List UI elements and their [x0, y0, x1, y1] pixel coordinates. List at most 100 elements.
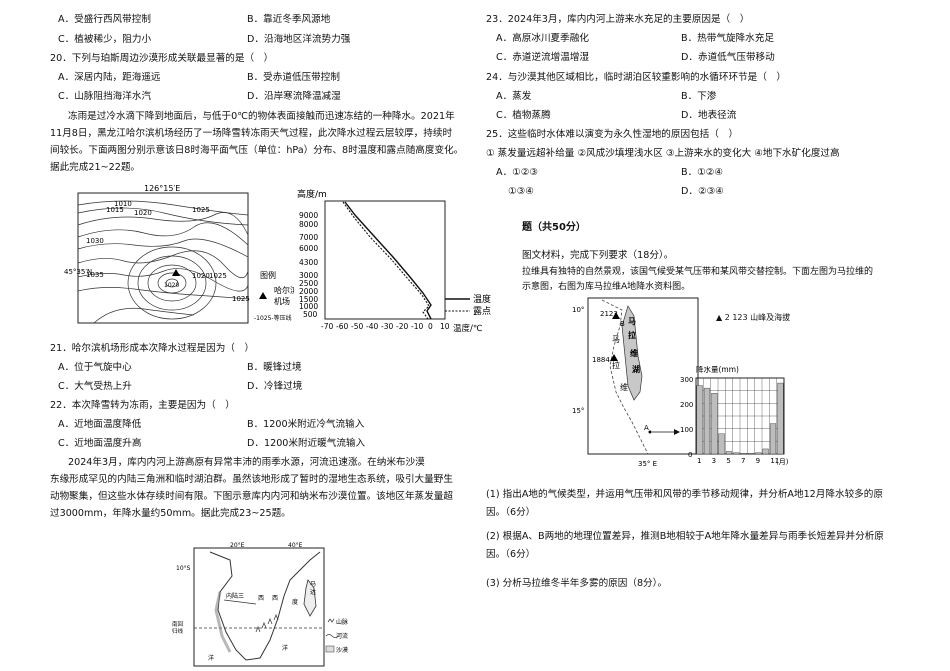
q21-option-a: A．位于气旋中心: [58, 362, 132, 373]
rain-bar: [769, 423, 777, 455]
svg-text:A: A: [644, 424, 649, 432]
subquestion-2-cont: 因。（6分）: [486, 549, 536, 560]
q19-option-d: D．沿海地区洋流势力强: [247, 34, 351, 45]
svg-text:2500: 2500: [299, 279, 318, 288]
rain-ytick: 100: [680, 426, 693, 434]
q23-stem: 23．2024年3月，库内内河上游来水充足的主要原因是（ ）: [486, 14, 750, 25]
passage-line: 东缘形成罕见的内陆三角洲和临时湖泊群。虽然该地形成了暂时的湿地生态系统，吸引大量…: [50, 473, 453, 485]
q21-stem: 21．哈尔滨机场形成本次降水过程是因为（ ）: [50, 343, 255, 354]
svg-text:2123: 2123: [600, 310, 618, 318]
q24-option-d: D．地表径流: [681, 110, 737, 121]
svg-text:西: 西: [258, 595, 264, 602]
svg-text:1010: 1010: [114, 200, 132, 208]
q25-option-a: A．①②③: [496, 167, 538, 178]
lon-35: 35° E: [638, 460, 657, 468]
pressure-map: 126°15′E 1010 1015 1020 1025 1030 1035 1…: [64, 184, 298, 333]
q23-option-d: D．赤道低气压带移动: [681, 52, 775, 63]
q22-stem: 22．本次降雪转为冻雨，主要是因为（ ）: [50, 400, 235, 411]
q20-option-b: B．受赤道低压带控制: [247, 72, 340, 83]
rain-ytick: 0: [688, 451, 692, 459]
q20-option-d: D．沿岸寒流降温减湿: [247, 91, 341, 102]
q20-option-c: C．山脉阻挡海洋水汽: [58, 91, 152, 102]
profile-xlabel: 温度/℃: [453, 323, 483, 334]
svg-text:1884: 1884: [592, 356, 610, 364]
q23-option-a: A．高原冰川夏季融化: [496, 33, 589, 44]
rain-xtick: 3: [712, 457, 716, 465]
rain-bar: [740, 453, 747, 455]
svg-text:4300: 4300: [299, 258, 318, 267]
temperature-profile-chart: 高度/m 9000 8000 7000 6000 4300 3000 2500 …: [295, 185, 535, 335]
passage-line: 据此完成21~22题。: [50, 161, 141, 173]
q24-option-c: C．植物蒸腾: [496, 110, 551, 121]
q19-option-a: A．受盛行西风带控制: [58, 14, 151, 25]
svg-text:3000: 3000: [299, 271, 318, 280]
svg-text:-70: -70: [321, 322, 333, 331]
passage-line: 2024年3月，库内内河上游高原有异常丰沛的雨季水源，河流迅速涨。在纳米布沙漠: [68, 457, 425, 468]
svg-text:10°S: 10°S: [176, 565, 191, 572]
rain-bar: [747, 453, 755, 455]
svg-text:1015: 1015: [106, 206, 124, 214]
lat-10: 10°: [572, 306, 584, 314]
q25-statements: ① 蒸发量远超补给量 ②风成沙填埋浅水区 ③上游来水的变化大 ④地下水矿化度过高: [486, 148, 840, 159]
passage-line: 间较长。下面两图分别示意该日8时海平面气压（单位：hPa）分布、8时温度和露点随…: [50, 144, 464, 156]
profile-ylabel: 高度/m: [297, 188, 327, 200]
passage-line: 11月8日，黑龙江哈尔滨机场经历了一场降雪转冻雨天气过程，此次降水过程云层较厚，…: [50, 127, 453, 139]
svg-text:哈尔滨: 哈尔滨: [274, 285, 294, 295]
rain-xtick: 7: [741, 457, 745, 465]
q20-stem: 20．下列与珀斯周边沙漠形成关联最显著的是（ ）: [50, 53, 274, 64]
passage-21-22: 冻雨是过冷水滴下降到地面后，与低于0℃的物体表面接触而迅速冻结的一种降水。202…: [50, 110, 464, 175]
svg-text:1025: 1025: [232, 295, 250, 303]
q20-option-a: A．深居内陆，距海遥远: [58, 72, 161, 83]
rain-bar: [725, 451, 733, 455]
q21-option-d: D．冷锋过境: [247, 381, 303, 392]
q25-option-d: D．②③④: [681, 186, 724, 197]
q25-option-c: ①③④: [508, 186, 534, 197]
svg-text:沙漠: 沙漠: [336, 646, 348, 654]
material-intro: 图文材料，完成下列要求（18分）。: [522, 250, 674, 261]
rain-bar: [733, 452, 740, 455]
subquestion-2: (2) 根据A、B两地的地理位置差异，推测B地相较于A地年降水量差异与雨季长短差…: [486, 531, 884, 542]
svg-text:B: B: [620, 320, 625, 328]
rain-bar: [711, 393, 718, 455]
svg-text:1000: 1000: [299, 302, 318, 311]
q22-option-c: C．近地面温度升高: [58, 438, 142, 449]
subquestion-1-cont: 因。（6分）: [486, 507, 536, 518]
rain-chart-title: 降水量(mm): [696, 366, 739, 374]
rain-bar: [718, 433, 725, 455]
svg-text:河流: 河流: [336, 632, 348, 640]
passage-line: 冻雨是过冷水滴下降到地面后，与低于0℃的物体表面接触而迅速冻结的一种降水。202…: [68, 111, 455, 122]
rain-bar: [703, 387, 711, 455]
rain-xtick: 11: [770, 457, 779, 465]
svg-text:马: 马: [310, 580, 316, 588]
svg-text:湖: 湖: [632, 364, 640, 374]
svg-text:-30: -30: [381, 322, 393, 331]
material-text-1: 拉维具有独特的自然景观，该国气候受某气压带和某风带交替控制。下面左图为马拉维的: [522, 267, 874, 277]
svg-text:0: 0: [428, 322, 433, 331]
svg-text:-1025-等压线: -1025-等压线: [254, 314, 292, 322]
svg-text:10: 10: [440, 322, 450, 331]
legend-title: 图例: [260, 270, 276, 280]
q21-option-b: B．暖锋过境: [247, 362, 302, 373]
svg-text:1025: 1025: [209, 272, 227, 280]
lon-label: 126°15′E: [144, 185, 180, 193]
section-title: 题（共50分）: [522, 222, 586, 233]
svg-text:达: 达: [310, 588, 316, 596]
svg-text:度: 度: [292, 598, 298, 606]
q19-option-b: B．靠近冬季风源地: [247, 14, 331, 25]
svg-text:南回: 南回: [172, 620, 184, 628]
svg-text:1035: 1035: [86, 271, 104, 279]
svg-text:洋: 洋: [282, 644, 288, 652]
q19-option-c: C．植被稀少，阻力小: [58, 34, 152, 45]
q25-stem: 25．这些临时水体难以演变为永久性湿地的原因包括（ ）: [486, 129, 739, 140]
svg-text:山脉: 山脉: [336, 618, 348, 626]
q25-option-b: B．①②④: [681, 167, 723, 178]
svg-text:-60: -60: [336, 322, 348, 331]
rain-bar: [762, 448, 769, 455]
malawi-map: 10° 15° 35° E 马拉维湖 马拉维 2123 B 1884 A: [562, 296, 702, 472]
legend-temp: 温度: [473, 293, 491, 305]
southern-africa-map: 20°E 40°E 10°S 南回 归线 马达 内陆三西西 度洋洋 山脉 河流 …: [160, 540, 360, 668]
passage-line: 过3000mm，年降水量约50mm。据此完成23~25题。: [50, 507, 291, 519]
rain-xtick: 5: [726, 457, 730, 465]
passage-line: 动物聚集，但这些水体存续时间有限。下图示意库内内河和纳米布沙漠位置。该地区年蒸发…: [50, 490, 453, 502]
